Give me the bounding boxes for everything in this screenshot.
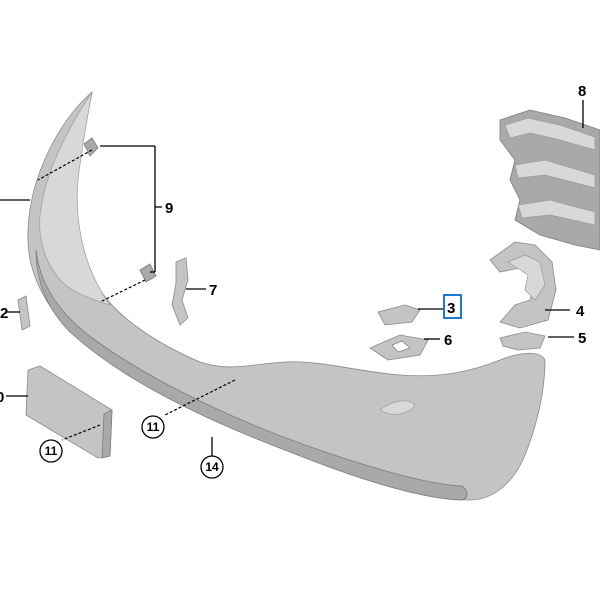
clip-5 [499,331,546,351]
callout-10: 0 [0,389,4,406]
callout-11-upper: 11 [141,415,165,439]
callout-14-label: 14 [205,460,219,474]
callout-11-lower: 11 [39,439,63,463]
license-plate-base [25,365,113,459]
bracket-part-7 [171,257,189,326]
bracket-part-6 [369,334,429,361]
callout-6: 6 [444,332,452,349]
clips-9 [83,137,157,283]
callout-9: 9 [165,200,173,217]
callout-14: 14 [200,455,224,479]
highlight-box [443,294,462,319]
callout-2: 2 [0,305,8,322]
part-2-insert [17,295,31,331]
grille-bracket-8 [499,109,600,251]
callout-11-upper-label: 11 [147,420,160,434]
side-bracket-4 [489,241,557,329]
callout-7: 7 [209,282,217,299]
callout-8: 8 [578,83,586,100]
callout-11-lower-label: 11 [45,444,58,458]
callout-4: 4 [576,303,585,320]
bumper-cover [27,90,546,501]
callout-3: 3 [447,300,455,317]
callout-5: 5 [578,330,586,347]
cover-part-3 [377,304,421,326]
